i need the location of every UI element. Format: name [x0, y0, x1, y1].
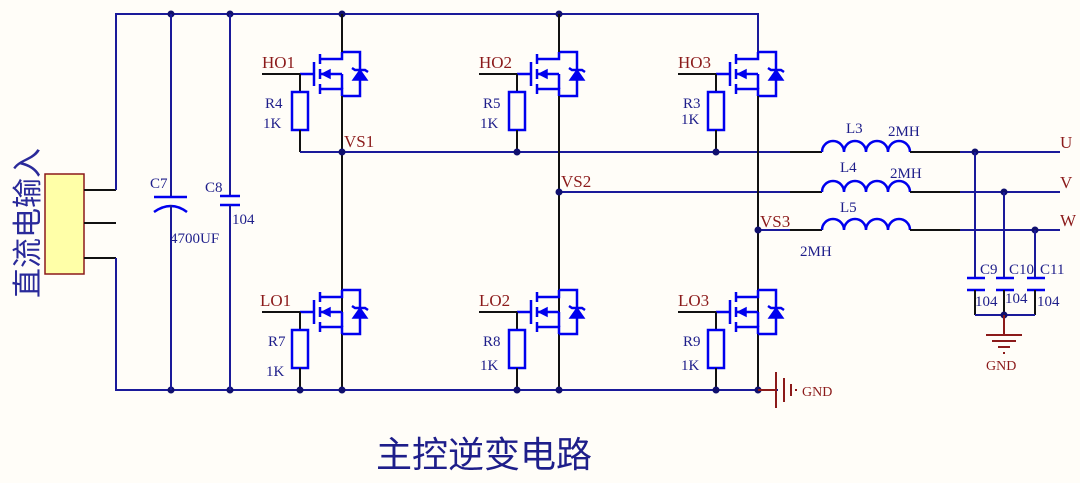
svg-text:1K: 1K [480, 358, 499, 374]
svg-text:R4: R4 [265, 96, 283, 112]
svg-text:2MH: 2MH [888, 124, 920, 140]
gate-label-lo1: LO1 [260, 291, 291, 310]
svg-text:1K: 1K [681, 112, 700, 128]
svg-text:1K: 1K [480, 116, 499, 132]
inductor-l5: L5 2MH [790, 200, 912, 260]
output-v: V [1060, 173, 1073, 192]
svg-text:L4: L4 [840, 160, 857, 176]
svg-text:104: 104 [975, 294, 998, 310]
dc-input-connector [44, 173, 85, 275]
low-side-mosfet-3 [714, 288, 786, 336]
low-side-mosfet-2 [515, 288, 587, 336]
diagram-title: 主控逆变电路 [376, 435, 592, 476]
high-side-mosfet-3 [714, 50, 786, 98]
capacitor-c11: C11 104 [1027, 230, 1064, 315]
svg-text:1K: 1K [263, 116, 282, 132]
ground-symbol-filter: GND [986, 315, 1022, 374]
capacitor-c10: C10 104 [996, 192, 1034, 315]
low-side-mosfet-1 [298, 288, 370, 336]
output-w: W [1060, 211, 1077, 230]
svg-text:4700UF: 4700UF [170, 231, 219, 247]
svg-text:R8: R8 [483, 334, 501, 350]
gate-label-ho3: HO3 [678, 53, 711, 72]
gate-label-ho1: HO1 [262, 53, 295, 72]
svg-text:R7: R7 [268, 334, 286, 350]
svg-text:C9: C9 [980, 262, 998, 278]
node-label-vs1: VS1 [344, 132, 374, 151]
high-side-mosfet-1 [298, 50, 370, 98]
resistor-r8 [507, 328, 527, 370]
svg-text:C8: C8 [205, 180, 223, 196]
svg-text:104: 104 [1037, 294, 1060, 310]
positive-rail [115, 13, 759, 190]
ground-symbol-main: GND [758, 372, 832, 408]
svg-text:104: 104 [1005, 291, 1028, 307]
svg-text:C7: C7 [150, 176, 168, 192]
gate-label-lo2: LO2 [479, 291, 510, 310]
resistor-r3 [706, 90, 726, 132]
svg-text:1K: 1K [681, 358, 700, 374]
resistor-r4 [290, 90, 310, 132]
output-u: U [1060, 133, 1072, 152]
svg-text:R3: R3 [683, 96, 701, 112]
svg-text:2MH: 2MH [890, 166, 922, 182]
svg-text:104: 104 [232, 212, 255, 228]
resistor-r7 [290, 328, 310, 370]
node-label-vs2: VS2 [561, 172, 591, 191]
svg-text:L5: L5 [840, 200, 857, 216]
gate-label-ho2: HO2 [479, 53, 512, 72]
node-label-vs3: VS3 [760, 212, 790, 231]
capacitor-c8: C8 104 [205, 14, 255, 390]
capacitor-c9: C9 104 [967, 152, 998, 315]
svg-text:C11: C11 [1040, 262, 1064, 278]
svg-text:GND: GND [986, 359, 1016, 374]
svg-text:1K: 1K [266, 364, 285, 380]
resistor-r9 [706, 328, 726, 370]
gate-label-lo3: LO3 [678, 291, 709, 310]
inductor-l4: L4 2MH [790, 160, 922, 193]
high-side-mosfet-2 [515, 50, 587, 98]
svg-text:C10: C10 [1009, 262, 1034, 278]
inductor-l3: L3 2MH [790, 121, 920, 153]
resistor-r5 [507, 90, 527, 132]
svg-text:R5: R5 [483, 96, 501, 112]
capacitor-c7: C7 4700UF [150, 14, 219, 390]
negative-rail [115, 258, 778, 391]
svg-text:R9: R9 [683, 334, 701, 350]
svg-text:GND: GND [802, 385, 832, 400]
svg-text:2MH: 2MH [800, 244, 832, 260]
dc-input-label: 直流电输入 [11, 148, 46, 298]
svg-text:L3: L3 [846, 121, 863, 137]
